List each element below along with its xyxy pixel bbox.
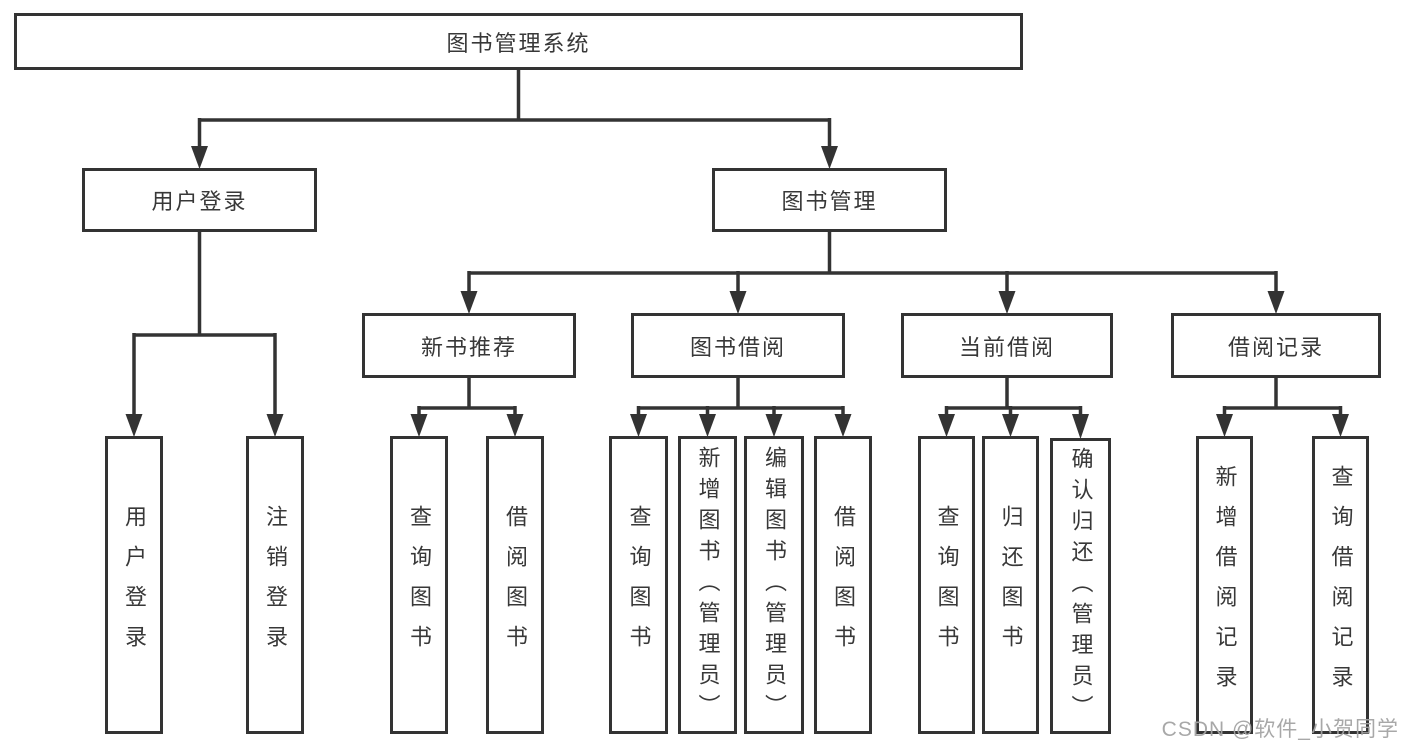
node-new-book-recommend: 新书推荐	[362, 313, 576, 378]
leaf-logout: 注销登录	[246, 436, 304, 734]
node-label: 借阅图书	[831, 505, 856, 665]
node-label: 新书推荐	[420, 334, 517, 360]
node-label: 图书借阅	[689, 334, 786, 360]
node-label: 借阅图书	[503, 505, 528, 665]
leaf-current-confirm-return-admin: 确认归还（管理员）	[1050, 438, 1111, 734]
leaf-borrowing-borrow-books: 借阅图书	[814, 436, 872, 734]
leaf-records-add-record: 新增借阅记录	[1196, 436, 1253, 734]
connector-paths	[132, 70, 1343, 415]
node-user-login: 用户登录	[82, 168, 317, 232]
node-label: 当前借阅	[958, 334, 1055, 360]
leaf-recommend-borrow-books: 借阅图书	[486, 436, 544, 734]
leaf-current-query-books: 查询图书	[918, 436, 975, 734]
leaf-recommend-query-books: 查询图书	[390, 436, 448, 734]
node-library-management-system: 图书管理系统	[14, 13, 1023, 70]
node-book-borrowing: 图书借阅	[631, 313, 845, 378]
node-label: 借阅记录	[1227, 334, 1324, 360]
node-label: 新增借阅记录	[1212, 465, 1238, 705]
leaf-user-login: 用户登录	[105, 436, 163, 734]
leaf-records-query-record: 查询借阅记录	[1312, 436, 1369, 734]
node-label: 注销登录	[263, 505, 288, 665]
csdn-watermark: CSDN @软件_小贺同学	[1161, 718, 1399, 741]
arrowheads	[125, 146, 1349, 439]
node-current-borrowing: 当前借阅	[901, 313, 1113, 378]
node-label: 查询图书	[626, 505, 652, 665]
node-label: 用户登录	[122, 505, 147, 665]
node-label: 新增图书（管理员）	[695, 445, 721, 725]
node-label: 查询图书	[934, 505, 960, 665]
node-label: 图书管理	[781, 189, 878, 214]
node-label: 归还图书	[998, 505, 1024, 665]
node-label: 查询借阅记录	[1328, 465, 1354, 705]
node-label: 用户登录	[151, 189, 248, 214]
node-label: 查询图书	[407, 505, 432, 665]
leaf-borrowing-edit-books-admin: 编辑图书（管理员）	[744, 436, 804, 734]
node-borrowing-records: 借阅记录	[1171, 313, 1381, 378]
node-book-management: 图书管理	[712, 168, 947, 232]
node-label: 确认归还（管理员）	[1068, 446, 1094, 726]
node-label: 图书管理系统	[446, 30, 591, 56]
node-label: 编辑图书（管理员）	[762, 445, 787, 725]
leaf-borrowing-query-books: 查询图书	[609, 436, 668, 734]
leaf-borrowing-add-books-admin: 新增图书（管理员）	[678, 436, 737, 734]
leaf-current-return-books: 归还图书	[982, 436, 1039, 734]
